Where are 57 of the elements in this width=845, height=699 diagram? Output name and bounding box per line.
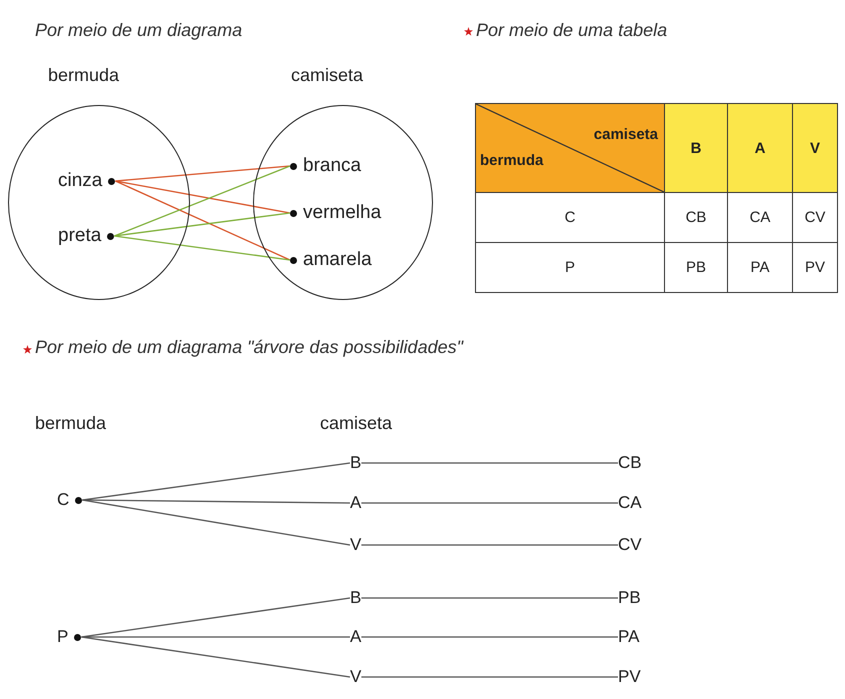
connector-line (81, 636, 350, 638)
table-cell: CV (792, 192, 838, 242)
element-label: amarela (303, 249, 372, 271)
connector-line (114, 212, 290, 237)
section-heading: Por meio de um diagrama "árvore das possibilidades" (35, 337, 463, 358)
table-cell: P (476, 242, 664, 292)
connector-line (82, 499, 350, 546)
table-cell: PA (728, 242, 792, 292)
header-text: bermuda (480, 152, 544, 169)
tree-label: V (350, 535, 362, 555)
tree-label: A (350, 627, 362, 647)
connector-line (361, 676, 618, 678)
section-heading: Por meio de um diagrama (35, 20, 242, 41)
tree-label: CV (618, 535, 642, 555)
tree-label: PV (618, 667, 641, 687)
connector-line (82, 499, 350, 504)
connector-line (115, 180, 290, 214)
connector-line (361, 597, 618, 599)
tree-label: A (350, 493, 362, 513)
connector-line (114, 165, 290, 237)
connector-line (81, 636, 350, 678)
connector-line (115, 180, 290, 261)
connector-line (81, 597, 350, 638)
connector-line (82, 462, 350, 501)
tree-label: B (350, 453, 362, 473)
connector-line (361, 502, 618, 504)
header-text: camiseta (594, 126, 658, 143)
element-label: preta (58, 225, 102, 247)
connector-line (114, 235, 290, 261)
tree-label: PA (618, 627, 640, 647)
connector-line (361, 462, 618, 464)
table-cell: CB (664, 192, 728, 242)
element-label: cinza (58, 170, 102, 192)
connector-line (361, 636, 618, 638)
section-heading: Por meio de uma tabela (476, 20, 668, 41)
table-cell: C (476, 192, 664, 242)
header-cell: B (664, 104, 728, 192)
header-cell: V (792, 104, 838, 192)
table-cell: PV (792, 242, 838, 292)
tree-label: C (57, 490, 70, 510)
tree-label: V (350, 667, 362, 687)
table-cell: CA (728, 192, 792, 242)
connector-line (361, 544, 618, 546)
element-label: branca (303, 155, 362, 177)
table-cell: PB (664, 242, 728, 292)
tree-label: CB (618, 453, 642, 473)
set-heading: camiseta (291, 65, 364, 86)
set-heading: bermuda (48, 65, 120, 86)
tree-label: P (57, 627, 68, 647)
column-heading: camiseta (320, 413, 392, 434)
connector-line (115, 165, 290, 182)
column-heading: bermuda (35, 413, 106, 434)
tree-label: B (350, 588, 362, 608)
tree-label: PB (618, 588, 641, 608)
header-cell: A (728, 104, 792, 192)
element-label: vermelha (303, 202, 382, 224)
tree-label: CA (618, 493, 642, 513)
